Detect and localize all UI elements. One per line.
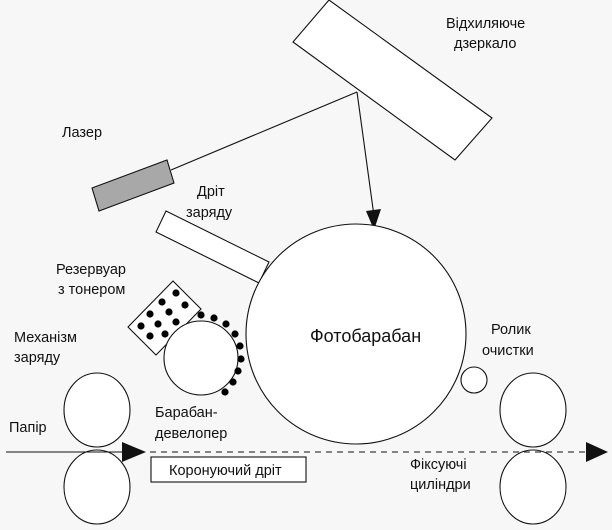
reflected-beam: [356, 91, 375, 217]
label-developer-drum-line1: Барабан-: [155, 405, 218, 421]
label-laser: Лазер: [62, 125, 102, 141]
toner-reservoir: [127, 280, 202, 356]
developer-toner-particles: [197, 311, 245, 396]
label-paper: Папір: [9, 420, 47, 436]
label-mirror-line1: Відхиляюче: [446, 16, 525, 32]
label-toner-reservoir-line2: з тонером: [58, 282, 125, 298]
toner-reservoir-particles: [137, 289, 189, 340]
label-toner-reservoir-line1: Резервуар: [56, 262, 126, 278]
laser-unit: [91, 159, 175, 212]
label-corona-wire: Коронуючий дріт: [169, 463, 282, 479]
developer-drum: [163, 320, 239, 396]
charge-roller-top: [63, 372, 131, 448]
laser-beam: [170, 91, 358, 171]
beam-arrowhead: [366, 209, 381, 230]
label-photodrum: Фотобарабан: [310, 326, 421, 346]
label-fuser-line2: циліндри: [410, 477, 471, 493]
photodrum: [245, 223, 467, 445]
label-cleaning-roller-line1: Ролик: [491, 322, 531, 338]
label-developer-drum-line2: девелопер: [155, 426, 227, 442]
cleaning-roller: [460, 366, 488, 394]
label-charge-mechanism-line1: Механізм: [14, 330, 77, 346]
deflecting-mirror: [292, 0, 493, 161]
charge-roller-bottom: [63, 449, 131, 525]
label-charge-mechanism-line2: заряду: [14, 350, 61, 366]
label-fuser-line1: Фіксуючі: [410, 457, 467, 473]
charge-wire: [155, 210, 270, 284]
label-mirror-line2: дзеркало: [454, 36, 517, 52]
label-cleaning-roller-line2: очистки: [482, 343, 534, 359]
fuser-roller-bottom: [499, 449, 567, 525]
fuser-roller-top: [499, 372, 567, 448]
label-charge-wire-line1: Дріт: [197, 184, 225, 200]
label-charge-wire-line2: заряду: [186, 205, 233, 221]
corona-wire-box: [150, 456, 307, 483]
paper-path-arrow-left: [122, 442, 146, 462]
paper-path-arrow-right: [586, 442, 608, 462]
